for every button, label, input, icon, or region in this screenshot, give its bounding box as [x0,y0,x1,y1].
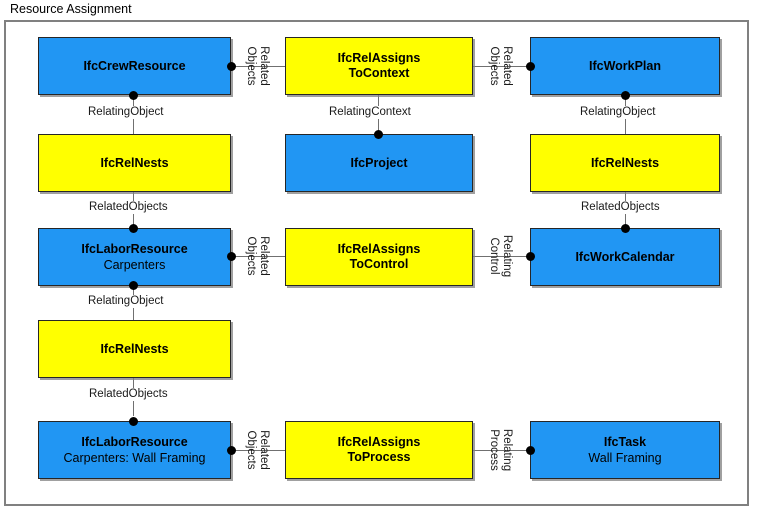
diagram-title: Resource Assignment [10,2,132,16]
connector-relcontrol-to-workcalendar [473,256,530,257]
node-title: IfcLaborResource [81,241,188,256]
connector-labor2-to-relprocess [231,450,285,451]
node-ifclaborresource-carpenters[interactable]: IfcLaborResource Carpenters [38,228,231,286]
edge-label-related-objects-left-2: RelatedObjects [87,388,170,401]
edge-label-line1: Relating [501,234,513,278]
edge-label-line2: Objects [488,46,501,86]
edge-label-relating-context: RelatingContext [327,106,413,119]
edge-label-relating-process-r5: Relating Process [487,417,514,483]
connector-dot-workplan-bottom [621,91,630,100]
node-ifcworkplan[interactable]: IfcWorkPlan [530,37,720,95]
edge-label-related-objects-left-1: RelatedObjects [87,201,170,214]
edge-label-line2: Objects [245,46,258,86]
edge-label-related-objects-r1-left: Related Objects [244,33,271,99]
connector-relcontext-to-workplan [473,66,530,67]
node-title: IfcTask [603,434,647,449]
node-title: IfcCrewResource [83,58,186,73]
edge-label-line1: Related [258,46,270,86]
node-ifcrelassignstocontrol[interactable]: IfcRelAssigns ToControl [285,228,473,286]
node-title: IfcWorkCalendar [575,249,675,264]
connector-dot-workplan-left [526,62,535,71]
connector-dot-crew-bottom [129,91,138,100]
node-ifcrelnests-left-2[interactable]: IfcRelNests [38,320,231,378]
connector-dot-workcalendar-left [526,252,535,261]
node-subtitle: Carpenters: Wall Framing [63,450,206,465]
connector-relprocess-to-task [473,450,530,451]
edge-label-relating-control-r3: Relating Control [487,223,514,289]
node-ifclaborresource-wallframing[interactable]: IfcLaborResource Carpenters: Wall Framin… [38,421,231,479]
connector-dot-labor2-right [227,446,236,455]
connector-dot-labor1-bottom [129,281,138,290]
node-title-line1: IfcRelAssigns [337,51,421,65]
node-ifcrelassignstoprocess[interactable]: IfcRelAssigns ToProcess [285,421,473,479]
node-ifcrelassignstocontext[interactable]: IfcRelAssigns ToContext [285,37,473,95]
connector-crew-to-relcontext [231,66,285,67]
node-ifcproject[interactable]: IfcProject [285,134,473,192]
connector-dot-labor1-top [129,224,138,233]
edge-label-line1: Related [258,430,270,470]
connector-dot-project-top [374,130,383,139]
connector-dot-labor1-right [227,252,236,261]
connector-dot-task-left [526,446,535,455]
edge-label-line2: Control [488,237,501,275]
edge-label-line1: Related [258,236,270,276]
node-title-line1: IfcRelAssigns [337,242,421,256]
node-title: IfcProject [350,155,408,170]
node-title-line2: ToControl [349,257,409,271]
edge-label-line2: Objects [245,430,258,470]
node-title-line1: IfcRelAssigns [337,435,421,449]
edge-label-line1: Related [501,46,513,86]
edge-label-relating-object-crew: RelatingObject [86,106,166,119]
node-title-line2: ToContext [348,66,410,80]
node-title: IfcRelNests [590,155,660,170]
edge-label-line2: Objects [245,236,258,276]
node-subtitle: Carpenters [103,257,166,272]
node-title: IfcLaborResource [81,434,188,449]
node-subtitle: Wall Framing [588,450,662,465]
edge-label-line2: Process [488,429,501,471]
node-title: IfcWorkPlan [588,58,661,73]
node-ifcrelnests-left-1[interactable]: IfcRelNests [38,134,231,192]
node-title: IfcRelNests [100,341,169,356]
edge-label-related-objects-r1-right: Related Objects [487,33,514,99]
connector-labor1-to-relcontrol [231,256,285,257]
connector-dot-crew-right [227,62,236,71]
node-ifcworkcalendar[interactable]: IfcWorkCalendar [530,228,720,286]
edge-label-relating-object-workplan: RelatingObject [578,106,658,119]
node-ifccrewresource[interactable]: IfcCrewResource [38,37,231,95]
node-ifctask-wallframing[interactable]: IfcTask Wall Framing [530,421,720,479]
edge-label-related-objects-right-1: RelatedObjects [579,201,662,214]
edge-label-related-objects-r3-left: Related Objects [244,223,271,289]
connector-dot-labor2-top [129,417,138,426]
node-ifcrelnests-right-1[interactable]: IfcRelNests [530,134,720,192]
node-title: IfcRelNests [100,155,169,170]
connector-dot-workcalendar-top [621,224,630,233]
edge-label-line1: Relating [501,428,513,472]
edge-label-relating-object-labor: RelatingObject [86,295,166,308]
edge-label-related-objects-r5-left: Related Objects [244,417,271,483]
node-title-line2: ToProcess [347,450,411,464]
